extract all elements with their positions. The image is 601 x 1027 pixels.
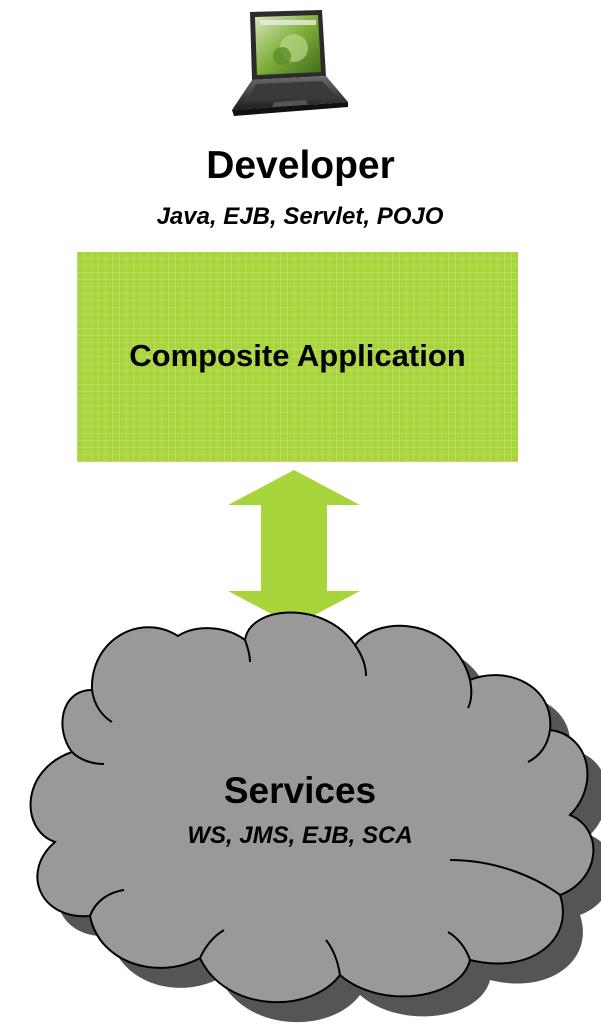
composite-application-box: Composite Application — [77, 252, 518, 462]
services-title: Services — [223, 770, 377, 811]
developer-title: Developer — [206, 144, 395, 187]
services-technologies: WS, JMS, EJB, SCA — [187, 822, 413, 849]
double-arrow-vertical-icon — [228, 470, 360, 626]
services-cloud — [29, 611, 601, 1023]
laptop-icon — [232, 10, 348, 116]
composite-application-label: Composite Application — [129, 338, 466, 373]
developer-technologies: Java, EJB, Servlet, POJO — [156, 203, 444, 230]
